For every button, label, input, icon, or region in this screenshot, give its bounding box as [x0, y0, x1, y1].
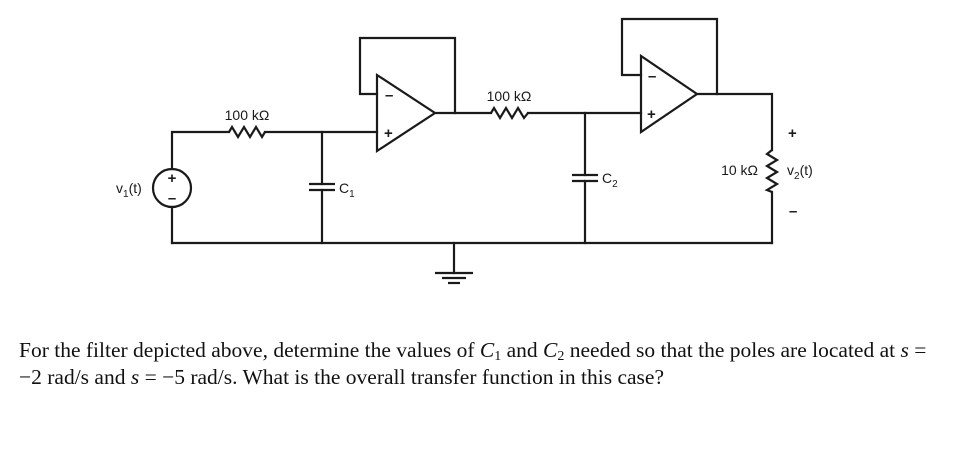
opamp2-minus-sign: –	[648, 68, 656, 85]
wire-opamp1-feedback	[358, 36, 457, 115]
r1-label: 100 kΩ	[225, 107, 270, 123]
resistor-r1-icon	[228, 124, 266, 140]
circuit-diagram: + – v1(t) 100 kΩ C1 – + 100 kΩ C2 – + 10…	[116, 17, 813, 285]
ground-icon	[435, 271, 473, 285]
source-plus-sign: +	[168, 170, 177, 187]
question-text: For the filter depicted above, determine…	[19, 338, 927, 389]
opamp1-minus-sign: –	[385, 87, 393, 104]
output-label: v2(t)	[787, 162, 813, 182]
wires	[170, 17, 774, 275]
c2-label: C2	[602, 170, 618, 190]
opamp1-plus-sign: +	[384, 125, 393, 142]
wire-opamp2-feedback	[620, 17, 719, 96]
output-plus-sign: +	[788, 125, 797, 142]
c2-variable: C	[543, 338, 558, 362]
s-variable: s	[130, 365, 140, 389]
s-variable: s	[900, 338, 909, 362]
r2-label: 100 kΩ	[487, 88, 532, 104]
opamp2-plus-sign: +	[647, 106, 656, 123]
resistor-load-icon	[764, 149, 780, 194]
source-minus-sign: –	[168, 190, 176, 207]
wire-opamp2-to-load	[695, 92, 774, 152]
output-minus-sign: –	[789, 203, 797, 220]
capacitor-c1-icon	[309, 182, 335, 192]
opamp1-icon	[375, 72, 438, 154]
capacitor-c2-icon	[572, 173, 598, 183]
wire-source-to-r1	[170, 130, 231, 171]
resistor-r2-icon	[490, 105, 529, 121]
load-resistor-label: 10 kΩ	[721, 162, 758, 178]
c1-variable: C	[479, 338, 495, 362]
source-label: v1(t)	[116, 180, 142, 200]
voltage-source-icon: + –	[151, 167, 193, 209]
opamp2-icon	[639, 53, 699, 135]
c1-label: C1	[339, 180, 355, 200]
